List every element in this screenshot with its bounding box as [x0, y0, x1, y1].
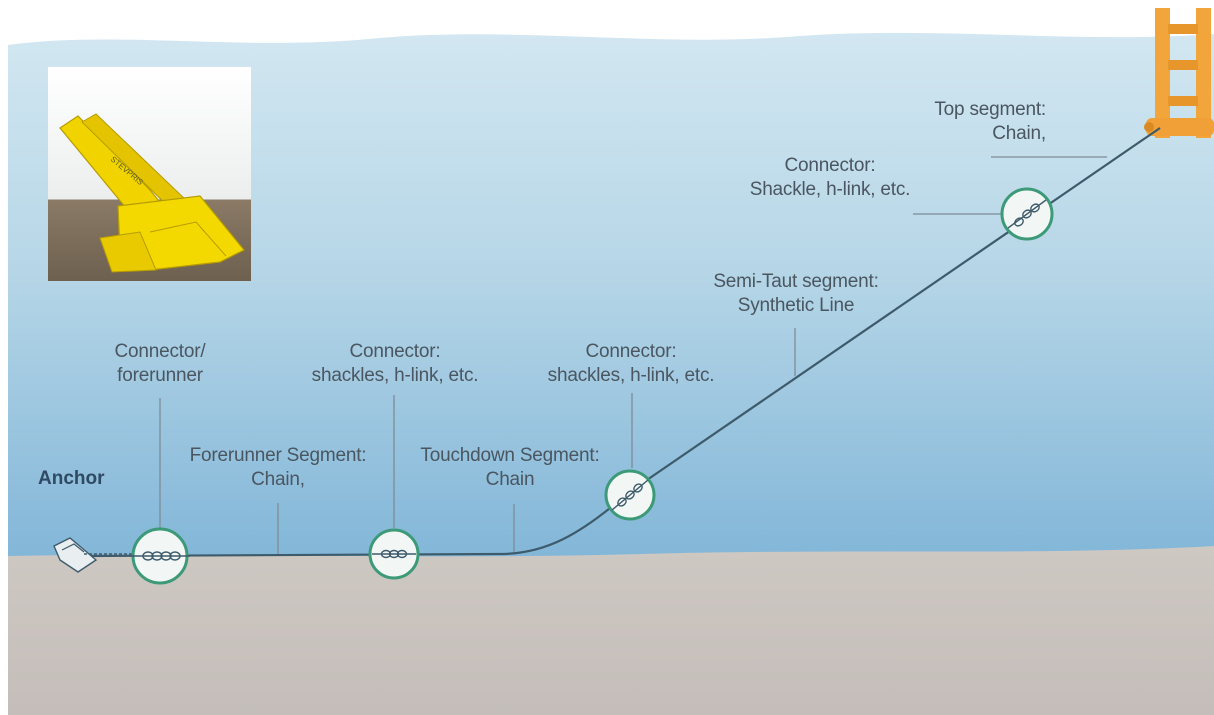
connector-mid2-line2: shackles, h-link, etc.: [547, 365, 715, 386]
connector-forerunner-label: Connector/ forerunner: [92, 340, 228, 388]
connector-mid1-line2: shackles, h-link, etc.: [311, 365, 479, 386]
connector-mid2-label: Connector: shackles, h-link, etc.: [536, 340, 726, 388]
connector-mid2-line1: Connector:: [585, 341, 677, 362]
connector-mid2-ring: [604, 469, 656, 521]
forerunner-segment-line1: Forerunner Segment:: [189, 445, 367, 466]
anchor-photo: STEVPRIS: [48, 67, 251, 281]
connector-forerunner-ring: [130, 527, 190, 585]
connector-mid1-ring: [368, 528, 420, 580]
forerunner-segment-line2: Chain,: [251, 469, 305, 490]
touchdown-segment-line1: Touchdown Segment:: [420, 445, 600, 466]
touchdown-segment-label: Touchdown Segment: Chain: [412, 444, 608, 492]
water: [8, 32, 1214, 560]
seabed: [8, 546, 1214, 715]
semitaut-segment-line2: Synthetic Line: [737, 295, 855, 316]
top-segment-line2: Chain,: [992, 123, 1046, 144]
connector-forerunner-line1: Connector/: [114, 341, 206, 362]
leader-lines: [159, 156, 1107, 554]
top-segment-label: Top segment: Chain,: [926, 98, 1046, 146]
connector-top-label: Connector: Shackle, h-link, etc.: [740, 154, 920, 202]
anchor-icon: [53, 537, 134, 573]
connector-top-line2: Shackle, h-link, etc.: [749, 179, 911, 200]
touchdown-segment-line2: Chain: [485, 469, 535, 490]
connector-forerunner-line2: forerunner: [117, 365, 203, 386]
floating-platform: [1144, 8, 1214, 138]
semitaut-segment-label: Semi-Taut segment: Synthetic Line: [698, 270, 894, 318]
connector-mid1-line1: Connector:: [349, 341, 441, 362]
top-segment-line1: Top segment:: [934, 99, 1046, 120]
connector-mid1-label: Connector: shackles, h-link, etc.: [300, 340, 490, 388]
anchor-label: Anchor: [38, 468, 105, 489]
connector-top-ring: [1000, 187, 1054, 241]
connector-top-line1: Connector:: [784, 155, 876, 176]
semitaut-segment-line1: Semi-Taut segment:: [713, 271, 879, 292]
forerunner-segment-label: Forerunner Segment: Chain,: [180, 444, 376, 492]
